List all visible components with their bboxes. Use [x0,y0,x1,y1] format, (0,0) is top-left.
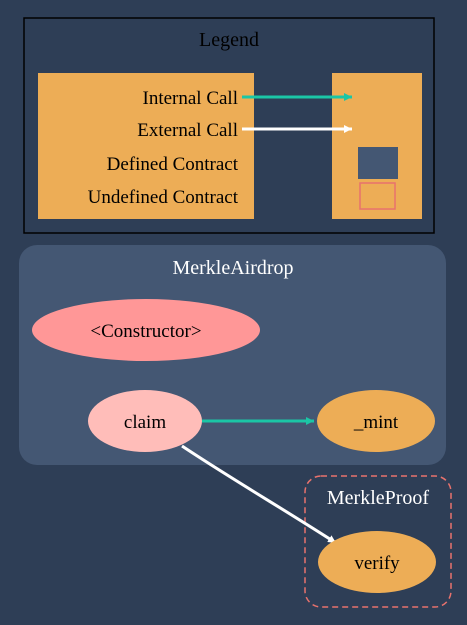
cluster-merkle-proof-label: MerkleProof [327,487,430,509]
node-constructor-label: <Constructor> [90,321,201,342]
legend: Legend Internal Call External Call Defin… [23,17,435,234]
node-claim-shape [88,390,202,452]
legend-internal-call-label: Internal Call [143,88,239,109]
legend-undefined-contract-swatch [359,182,396,210]
node-constructor-shape [32,299,260,361]
node-verify-label: verify [354,553,400,574]
node-mint-label: _mint [353,412,399,433]
edge-claim-to-verify [181,444,337,545]
node-mint-shape [317,390,435,452]
node-verify-shape [318,531,436,593]
node-claim[interactable]: claim [88,390,202,452]
legend-title: Legend [199,29,259,51]
cluster-merkle-airdrop-label: MerkleAirdrop [172,257,293,279]
legend-symbol-panel [332,73,422,219]
cluster-merkle-proof-box [304,475,452,608]
legend-external-call-label: External Call [137,120,238,141]
legend-defined-contract-label: Defined Contract [107,154,239,175]
node-constructor[interactable]: <Constructor> [32,299,260,361]
legend-defined-contract-swatch [358,147,398,179]
node-claim-label: claim [124,412,166,433]
legend-label-panel [38,73,254,219]
node-verify[interactable]: verify [318,531,436,593]
cluster-merkle-proof: MerkleProof [304,475,452,608]
node-mint[interactable]: _mint [317,390,435,452]
legend-undefined-contract-label: Undefined Contract [88,187,239,208]
